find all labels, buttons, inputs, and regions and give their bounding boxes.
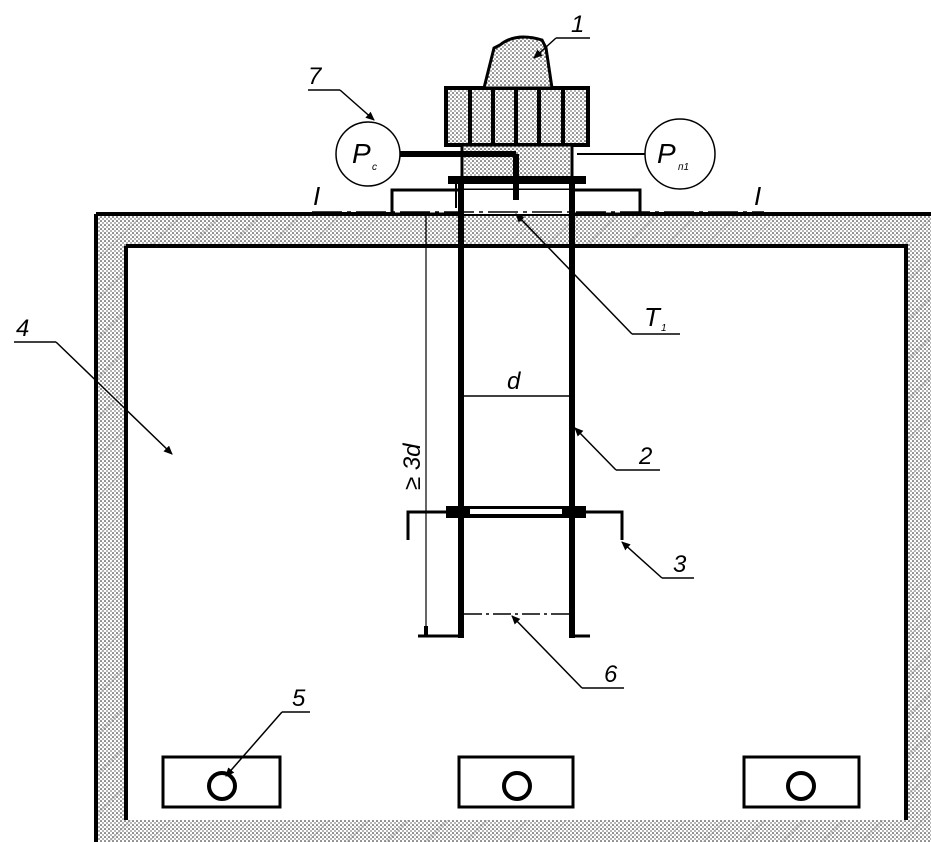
fan-gauge-subscript: п1 (678, 162, 689, 173)
label-outlet: 5 (292, 685, 306, 712)
label-flange: 3 (673, 551, 687, 578)
static-gauge-subscript: c (372, 162, 377, 173)
section-label-left: I (313, 181, 320, 211)
leader-lines (14, 37, 694, 777)
chamber-walls (94, 212, 931, 842)
section-label-right: I (754, 181, 761, 211)
middle-flange (406, 506, 624, 540)
diameter-label: d (507, 368, 521, 395)
fan-motor-cone (482, 35, 554, 90)
outlet-right (742, 755, 861, 809)
outlet-middle (457, 755, 575, 809)
label-thermometer: T 1 (644, 302, 667, 334)
label-gauge: 7 (308, 63, 323, 90)
gauge-taps (398, 151, 646, 208)
thermometer-symbol: T (644, 302, 662, 332)
outlet-left (161, 755, 282, 809)
static-gauge-symbol: P (352, 138, 371, 169)
duct-pipe (418, 180, 590, 638)
fan-gauge-symbol: P (657, 138, 676, 169)
fan-pressure-gauge: P п1 (644, 118, 716, 190)
label-duct: 2 (638, 443, 652, 470)
length-dimension (418, 213, 434, 636)
label-chamber: 4 (16, 315, 29, 342)
length-label: ≥ 3d (399, 443, 426, 490)
label-fan: 1 (571, 11, 584, 38)
thermometer-subscript: 1 (661, 323, 667, 334)
static-pressure-gauge: P c (335, 121, 401, 187)
label-section-plane: 6 (604, 661, 618, 688)
